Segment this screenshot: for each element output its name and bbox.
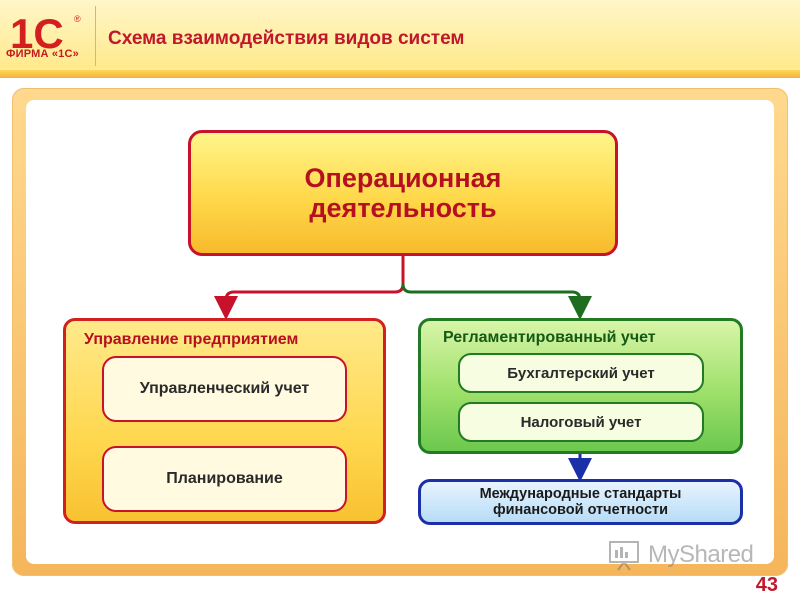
tax-accounting-label: Налоговый учет [520,413,642,431]
arrow-to-regulated [401,283,592,320]
page-number: 43 [755,574,778,596]
1c-logo-icon: 1С ® [8,8,92,66]
header-divider [0,70,800,78]
page-title: Схема взаимодействия видов систем [108,28,465,49]
arrow-to-management [214,256,405,320]
watermark-text: MyShared [648,541,754,568]
enterprise-management-title: Управление предприятием [84,331,299,348]
management-accounting-box: Управленческий учет [102,356,347,422]
operational-activity-box: Операционная деятельность [188,130,618,256]
header-bar [0,0,800,72]
ifrs-box: Международные стандарты финансовой отчет… [418,479,743,525]
logo-text: ФИРМА «1С» [6,48,79,60]
ifrs-label: Международные стандарты финансовой отчет… [479,486,682,518]
planning-label: Планирование [166,470,283,487]
bookkeeping-box: Бухгалтерский учет [458,353,704,393]
operational-activity-label: Операционная деятельность [304,163,502,223]
logo-registered: ® [74,14,81,24]
planning-box: Планирование [102,446,347,512]
presentation-board-icon [609,541,639,571]
bookkeeping-label: Бухгалтерский учет [507,364,655,382]
logo-mark: 1С [10,10,64,57]
logo-separator [95,6,96,66]
regulated-accounting-title: Регламентированный учет [443,329,656,346]
tax-accounting-box: Налоговый учет [458,402,704,442]
management-accounting-label: Управленческий учет [139,380,310,397]
